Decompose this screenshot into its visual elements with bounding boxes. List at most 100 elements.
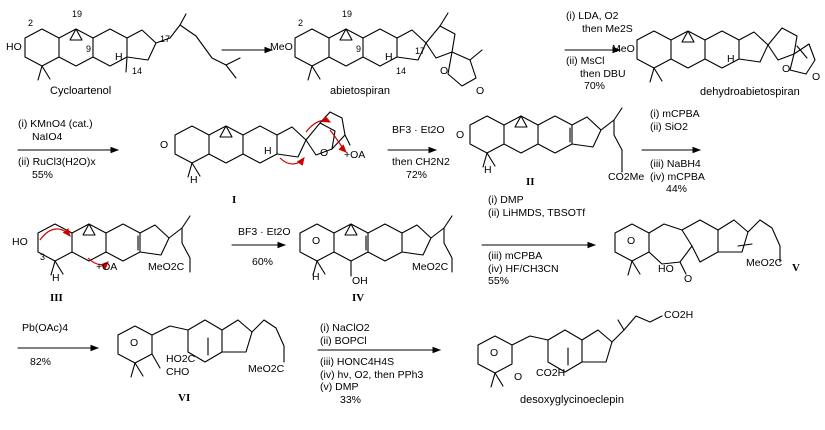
atom-CO2H-chain-final: CO2H [664, 309, 694, 321]
atom-O-ketone-V: O [684, 273, 693, 285]
compound-V-structure [614, 219, 781, 276]
atom-H-dehydro: H [727, 53, 735, 65]
conditions-IV-to-V: (i) DMP (ii) LiHMDS, TBSOTf [488, 194, 585, 219]
conditions-I-to-II: BF3 · Et2O [392, 124, 445, 137]
atom-O-bridge-IV: O [312, 235, 321, 247]
conditions-IV-to-V-2: (iii) mCPBA (iv) HF/CH3CN 55% [488, 250, 559, 288]
compound-IV-structure [299, 215, 453, 277]
atom-MeO-dehydro: MeO [612, 43, 635, 55]
red-arrow-III-1 [39, 228, 71, 241]
condition-line: NaIO4 [32, 130, 63, 143]
atom-HO-cyclo: HO [6, 41, 22, 53]
condition-line: BF3 · Et2O [238, 226, 291, 238]
condition-line: then CH2N2 [392, 156, 450, 168]
condition-line: (i) DMP [488, 194, 524, 206]
atom-number-3-III: 3 [40, 252, 46, 262]
compound-III-structure [37, 215, 191, 276]
conditions-II-to-III-2: (iii) NaBH4 (iv) mCPBA 44% [650, 158, 705, 196]
atom-OA-I: +OA [344, 149, 366, 161]
atom-O-ketone-I: O [160, 139, 169, 151]
atom-number-19-cyclo: 19 [72, 9, 83, 19]
conditions-VI-to-final: (i) NaClO2 (ii) BOPCl [320, 322, 370, 347]
conditions-V-to-VI: Pb(OAc)4 [22, 322, 68, 335]
condition-line: (ii) SiO2 [650, 120, 688, 133]
label-cycloartenol: Cycloartenol [50, 85, 112, 97]
atom-H-abieto: H [385, 51, 393, 63]
conditions-III-to-IV-2: 60% [252, 256, 273, 269]
label-compound-III: III [50, 292, 63, 304]
atom-MeO2C-VI: MeO2C [248, 363, 285, 375]
atom-number-17-cyclo: 17 [160, 34, 171, 44]
dehydroabietospiran-structure [636, 27, 816, 83]
condition-line: (i) mCPBA [650, 108, 700, 120]
atom-number-2-cyclo: 2 [28, 18, 34, 28]
atom-H-III: H [52, 272, 60, 284]
condition-line: 72% [406, 168, 428, 181]
condition-line: then Me2S [582, 22, 633, 35]
atom-OA-III: +OA [96, 261, 118, 273]
condition-line: (iii) NaBH4 [650, 158, 701, 170]
conditions-I-to-II-2: then CH2N2 72% [392, 156, 450, 181]
label-dehydroabietospiran: dehydroabietospiran [700, 86, 800, 98]
conditions-abieto-to-dehydro: (i) LDA, O2 then Me2S [566, 10, 633, 35]
condition-line: 44% [666, 183, 688, 195]
label-compound-I: I [232, 194, 237, 206]
atom-number-14-cyclo: 14 [132, 66, 143, 76]
conditions-VI-to-final-2: (iii) HONC4H4S (iv) hν, O2, then PPh3 (v… [320, 356, 423, 406]
condition-line: Pb(OAc)4 [22, 322, 69, 334]
condition-line: 60% [252, 256, 274, 268]
red-arrow-III-2 [87, 257, 109, 270]
condition-line: (iii) HONC4H4S [320, 356, 395, 368]
atom-H-I: H [264, 145, 272, 157]
condition-line: (i) KMnO4 (cat.) [18, 118, 93, 130]
atom-H-II: H [484, 164, 492, 176]
atom-number-17-abieto: 17 [415, 46, 426, 56]
red-arrow-I-3 [329, 129, 347, 153]
condition-line: 33% [340, 393, 362, 406]
condition-line: 82% [30, 356, 52, 368]
atom-CHO-VI: CHO [166, 366, 190, 378]
atom-H-I-2: H [190, 174, 198, 186]
compound-VI-structure [117, 319, 285, 378]
red-arrow-I-1 [279, 157, 305, 166]
conditions-II-to-III: (i) mCPBA (ii) SiO2 [650, 108, 700, 133]
atom-O-ketone-II: O [456, 129, 465, 141]
atom-HO-V: HO [658, 263, 674, 275]
red-arrow-I-2 [305, 115, 332, 133]
atom-number-19-abieto: 19 [342, 9, 353, 19]
conditions-to-I: (i) KMnO4 (cat.) NaIO4 [18, 118, 93, 143]
condition-line: (ii) BOPCl [320, 334, 367, 347]
atom-O-bridge-V: O [627, 235, 636, 247]
atom-H-cyclo: H [115, 51, 123, 63]
condition-line: (iv) HF/CH3CN [488, 262, 559, 275]
condition-line: BF3 · Et2O [392, 124, 445, 136]
atom-O-ring-abieto: O [440, 65, 449, 77]
label-desoxyglycinoeclepin: desoxyglycinoeclepin [520, 394, 624, 406]
atom-MeO-abieto: MeO [270, 41, 293, 53]
atom-number-9-abieto: 9 [356, 44, 362, 54]
desoxyglycinoeclepin-structure [477, 315, 663, 388]
condition-line: 55% [32, 168, 54, 181]
cycloartenol-structure [24, 13, 241, 81]
condition-line: (ii) MsCl [566, 55, 605, 67]
atom-O-bridge-VI: O [130, 337, 139, 349]
atom-number-14-abieto: 14 [396, 66, 407, 76]
condition-line: (ii) LiHMDS, TBSOTf [488, 206, 586, 219]
atom-number-2-abieto: 2 [298, 18, 304, 28]
atom-H-IV: H [312, 271, 320, 283]
condition-line: (iv) mCPBA [650, 170, 705, 183]
atom-HO-III: HO [12, 236, 28, 248]
label-abietospiran: abietospiran [330, 85, 390, 97]
condition-line: 55% [488, 275, 510, 287]
label-compound-IV: IV [352, 292, 365, 304]
conditions-III-to-IV: BF3 · Et2O [238, 226, 291, 239]
condition-line: (iii) mCPBA [488, 250, 543, 262]
atom-MeO2C-V: MeO2C [746, 257, 783, 269]
condition-line: (ii) RuCl3(H2O)x [18, 156, 96, 168]
atom-MeO2C-III: MeO2C [148, 261, 185, 273]
condition-line: (iv) hν, O2, then PPh3 [320, 368, 424, 381]
atom-MeO2C-IV: MeO2C [412, 261, 449, 273]
condition-line: (i) NaClO2 [320, 322, 370, 334]
atom-CO2Me-II: CO2Me [608, 171, 645, 183]
